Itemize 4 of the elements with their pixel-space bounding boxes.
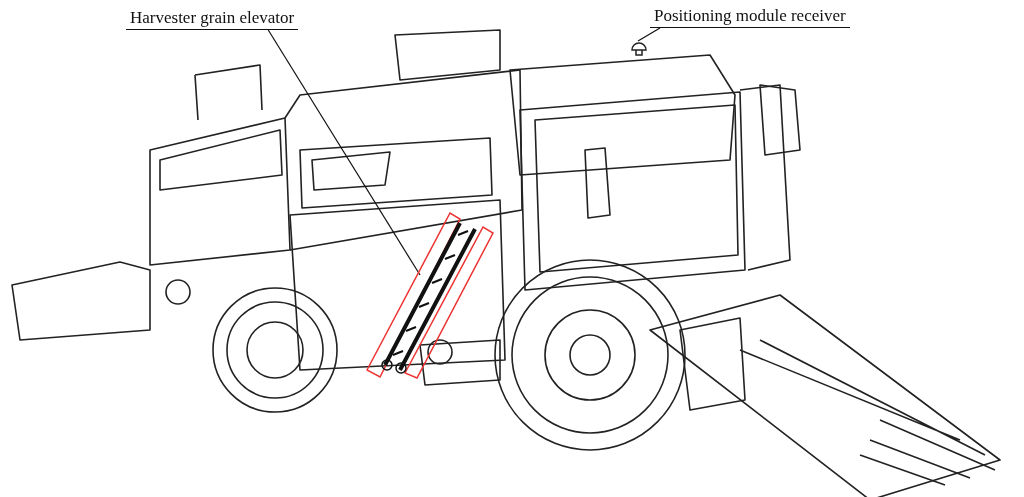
callout-label: Harvester grain elevator [126,8,299,30]
callout-label: Positioning module receiver [650,6,850,28]
leader-line [637,27,661,42]
leader-line [267,29,421,276]
